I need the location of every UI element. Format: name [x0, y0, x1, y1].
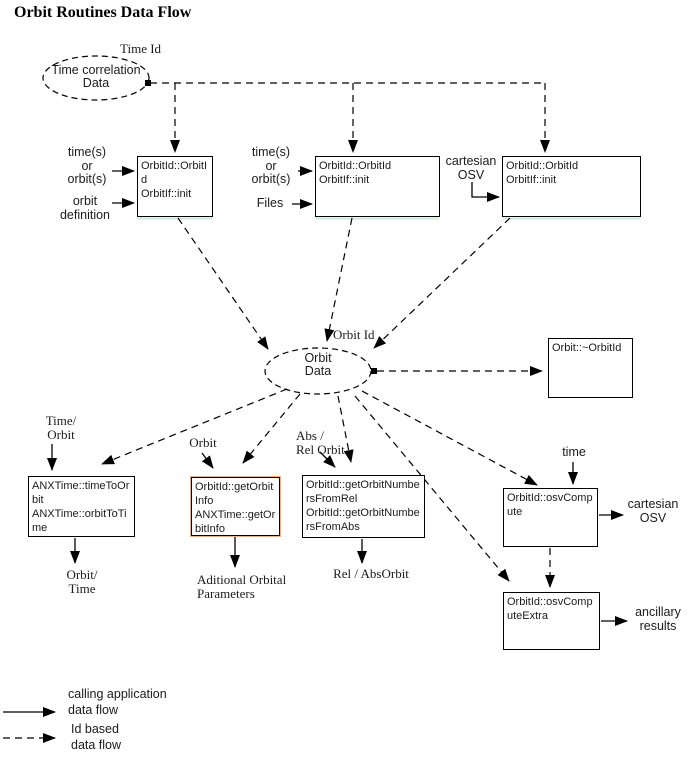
- getorbitnumbers-box: OrbitId::getOrbitNumbersFromRel OrbitId:…: [302, 475, 425, 538]
- init3-box: OrbitId::OrbitId OrbitIf::init: [502, 156, 641, 217]
- handle-time-correlation: [145, 80, 151, 86]
- dashed-arrow-init2-to-orbitdata: [324, 217, 353, 342]
- dashed-arrow-to-anxtime: [101, 388, 288, 465]
- getorbitinfo-box: OrbitId::getOrbitInfo ANXTime::getOrbitI…: [190, 476, 281, 537]
- time-correlation-store-label: Time correlation Data: [51, 63, 141, 90]
- dashed-arrow-to-osvcompute: [361, 390, 538, 486]
- orbit-time-out-label: Orbit/ Time: [66, 567, 98, 596]
- init1-line2: OrbitIf::init: [141, 188, 192, 200]
- anxtime-line2: ANXTime::orbitToTime: [32, 508, 127, 534]
- page-title: Orbit Routines Data Flow: [14, 4, 192, 21]
- legend-dashed-label: Id based data flow: [71, 722, 122, 752]
- cartesian-osv-in-label: cartesian OSV: [445, 154, 497, 182]
- legend-solid-label: calling application data flow: [68, 687, 167, 717]
- time-in-label: time: [562, 445, 586, 459]
- arrow-orbit-to-getorbitinfo: [201, 452, 214, 469]
- init2-line1: OrbitId::OrbitId: [319, 160, 392, 172]
- getorbitinfo-line1: OrbitId::getOrbitInfo: [195, 481, 274, 507]
- destructor-line1: Orbit::~OrbitId: [552, 342, 622, 354]
- anxtime-line1: ANXTime::timeToOrbit: [32, 480, 130, 506]
- times-or-orbits-2-label: time(s) or orbit(s): [251, 145, 291, 186]
- handle-orbit-data: [371, 368, 377, 374]
- init2-line2: OrbitIf::init: [319, 174, 370, 186]
- cartesian-osv-out-label: cartesian OSV: [627, 497, 679, 525]
- times-or-orbits-1-label: time(s) or orbit(s): [67, 145, 107, 186]
- files-label: Files: [256, 196, 284, 210]
- orbit-data-store-label: Orbit Data: [304, 351, 332, 378]
- dashed-arrow-init3-to-orbitdata: [373, 217, 511, 349]
- osvcomputeextra-line1: OrbitId::osvComputeExtra: [507, 596, 593, 622]
- getorbitnumbers-line2: OrbitId::getOrbitNumbersFromAbs: [306, 507, 420, 533]
- init3-line2: OrbitIf::init: [506, 174, 557, 186]
- getorbitinfo-line2: ANXTime::getOrbitInfo: [195, 509, 276, 535]
- ancillary-results-out-label: ancillary results: [635, 605, 681, 633]
- additional-orbital-parameters-label: Aditional Orbital Parameters: [197, 572, 287, 601]
- getorbitnumbers-line1: OrbitId::getOrbitNumbersFromRel: [306, 479, 420, 505]
- init1-box: OrbitId::OrbitId OrbitIf::init: [137, 156, 213, 217]
- abs-rel-orbit-in-label: Abs / Rel Orbit: [296, 428, 345, 457]
- time-id-label: Time Id: [120, 41, 162, 56]
- init3-line1: OrbitId::OrbitId: [506, 160, 579, 172]
- init1-line1: OrbitId::OrbitId: [141, 160, 208, 186]
- dashed-flow-lines: [3, 55, 555, 743]
- destructor-box: Orbit::~OrbitId: [548, 338, 633, 398]
- dashed-arrow-to-getorbitinfo: [242, 393, 301, 464]
- orbit-in-label: Orbit: [189, 435, 217, 450]
- dashed-arrow-to-osvcomputeextra: [354, 395, 510, 582]
- time-correlation-ellipse: [42, 55, 150, 101]
- orbit-definition-label: orbit definition: [59, 194, 111, 222]
- solid-flow-lines: [3, 166, 628, 717]
- init2-box: OrbitId::OrbitId OrbitIf::init: [315, 156, 440, 217]
- rel-abs-orbit-out-label: Rel / AbsOrbit: [333, 566, 409, 581]
- orbit-id-label: Orbit Id: [333, 327, 375, 342]
- dashed-arrow-init1-to-orbitdata: [177, 217, 269, 350]
- arrow-cartesianosv-to-init3: [471, 182, 500, 202]
- anxtime-box: ANXTime::timeToOrbit ANXTime::orbitToTim…: [28, 476, 135, 537]
- arrow-absrel-to-getorbitnumbers: [319, 451, 336, 468]
- osvcompute-line1: OrbitId::osvCompute: [507, 492, 593, 518]
- osvcompute-box: OrbitId::osvCompute: [503, 488, 598, 547]
- osvcomputeextra-box: OrbitId::osvComputeExtra: [503, 592, 600, 650]
- green-tint-lines: [138, 217, 640, 220]
- time-orbit-in-label: Time/ Orbit: [45, 413, 77, 442]
